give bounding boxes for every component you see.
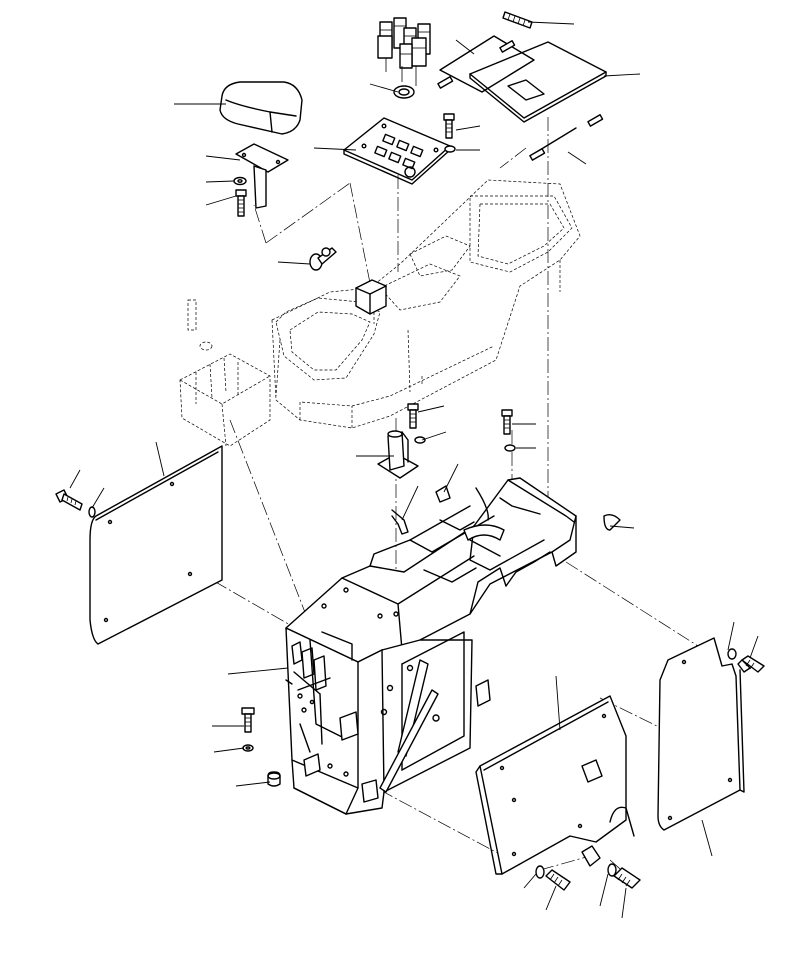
console-cover xyxy=(271,179,581,429)
panel-bolt xyxy=(55,489,96,518)
leader-lines xyxy=(69,21,759,919)
plate-bolt xyxy=(443,113,455,139)
armrest-pad xyxy=(219,81,303,135)
seal-tape xyxy=(502,11,604,161)
armrest-bolt xyxy=(235,189,247,217)
small-grommet xyxy=(435,485,451,503)
armrest-bracket xyxy=(235,143,289,209)
outer-panel-bolt xyxy=(727,648,765,673)
seal-strip xyxy=(437,35,535,93)
post-bolt xyxy=(407,403,426,444)
frame-bolt xyxy=(501,409,516,452)
clip xyxy=(391,509,409,535)
spacer xyxy=(581,845,617,877)
lever-housing xyxy=(179,299,271,447)
console-frame xyxy=(285,477,577,815)
grommet xyxy=(267,771,281,787)
lever-guide xyxy=(355,279,387,315)
left-side-panel xyxy=(89,445,223,645)
cover-plate xyxy=(469,41,607,123)
switch-block xyxy=(377,17,431,86)
switch-plate xyxy=(343,117,451,185)
right-inner-panel xyxy=(475,695,627,875)
hose-hook xyxy=(609,806,635,837)
armrest-washer xyxy=(233,176,247,186)
switch-boot xyxy=(393,85,415,99)
ball-joint xyxy=(309,247,337,271)
frame-bolt-left xyxy=(241,707,255,752)
hose-clamp xyxy=(603,513,621,531)
inner-panel-bolts xyxy=(535,865,641,891)
right-outer-panel xyxy=(657,637,745,831)
plate-washer xyxy=(444,145,456,153)
post-bracket xyxy=(377,430,419,479)
